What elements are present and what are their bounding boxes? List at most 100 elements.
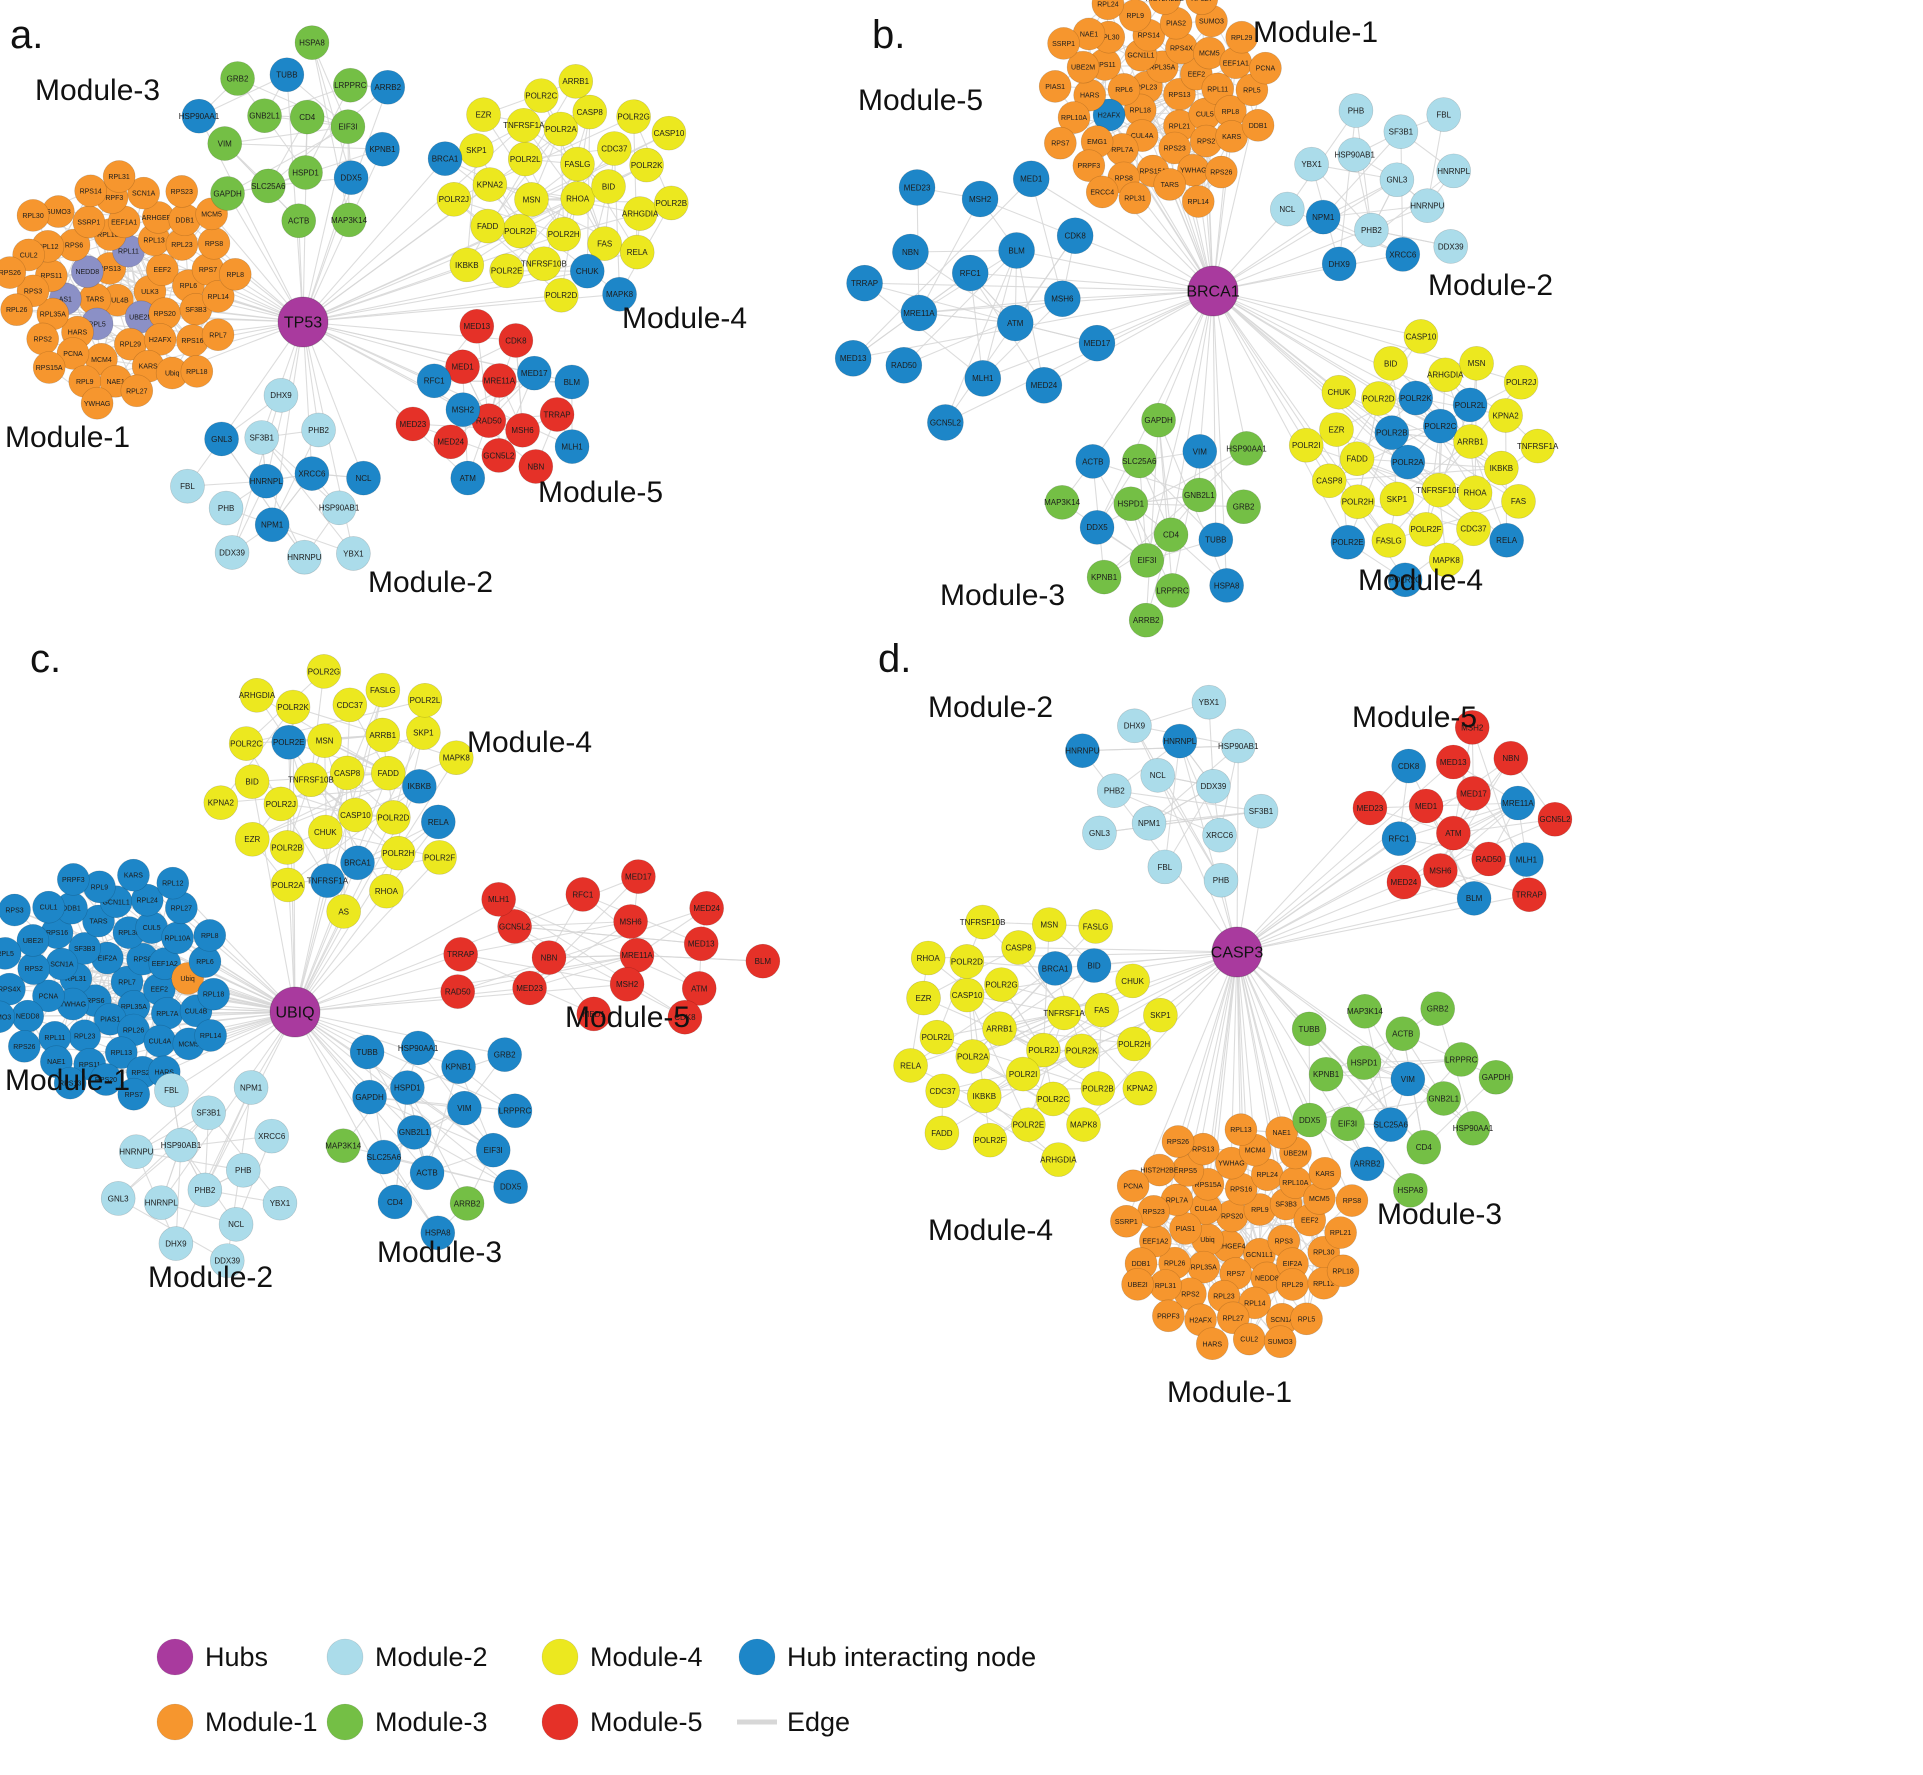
node-circle[interactable]: [71, 255, 104, 288]
node-circle[interactable]: [925, 1073, 960, 1109]
node-med17[interactable]: MED17: [516, 355, 552, 391]
node-circle[interactable]: [1143, 997, 1178, 1033]
node-polr2c[interactable]: POLR2C: [1035, 1081, 1071, 1117]
node-circle[interactable]: [1064, 1033, 1100, 1069]
node-circle[interactable]: [554, 429, 590, 464]
node-circle[interactable]: [1249, 51, 1282, 85]
node-circle[interactable]: [325, 1128, 361, 1164]
node-circle[interactable]: [1224, 1113, 1258, 1146]
node-circle[interactable]: [616, 99, 651, 134]
node-circle[interactable]: [1403, 319, 1439, 354]
node-med13[interactable]: MED13: [1435, 744, 1471, 780]
node-polr2k[interactable]: POLR2K: [629, 147, 664, 183]
node-gnb2l1[interactable]: GNB2L1: [247, 98, 282, 134]
node-slc25a6[interactable]: SLC25A6: [251, 168, 286, 204]
node-circle[interactable]: [546, 216, 582, 252]
node-circle[interactable]: [8, 1030, 41, 1063]
node-grb2[interactable]: GRB2: [1420, 991, 1456, 1027]
node-polr2a[interactable]: POLR2A: [270, 867, 306, 903]
node-circle[interactable]: [1196, 768, 1231, 804]
node-ddb1[interactable]: DDB1: [168, 203, 202, 237]
node-circle[interactable]: [201, 318, 235, 352]
node-circle[interactable]: [609, 966, 645, 1002]
node-circle[interactable]: [667, 999, 703, 1035]
node-ddx39[interactable]: DDX39: [214, 535, 250, 570]
node-circle[interactable]: [117, 858, 150, 892]
node-circle[interactable]: [1319, 412, 1354, 447]
node-arrb2[interactable]: ARRB2: [370, 69, 406, 105]
node-circle[interactable]: [1225, 20, 1259, 54]
node-circle[interactable]: [201, 280, 235, 313]
node-polr2g[interactable]: POLR2G: [616, 99, 651, 134]
node-circle[interactable]: [214, 535, 250, 570]
node-gapdh[interactable]: GAPDH: [352, 1079, 387, 1115]
node-circle[interactable]: [443, 937, 478, 972]
node-hspd1[interactable]: HSPD1: [1113, 486, 1149, 522]
node-circle[interactable]: [422, 840, 457, 875]
node-tubb[interactable]: TUBB: [1198, 522, 1234, 558]
node-cdk8[interactable]: CDK8: [1056, 217, 1094, 255]
node-rpl18[interactable]: RPL18: [180, 355, 214, 388]
node-rad50[interactable]: RAD50: [885, 346, 923, 384]
node-skp1[interactable]: SKP1: [459, 133, 494, 168]
node-circle[interactable]: [352, 1079, 387, 1115]
node-circle[interactable]: [1406, 1129, 1442, 1165]
node-gapdh[interactable]: GAPDH: [210, 176, 245, 211]
node-circle[interactable]: [1056, 217, 1094, 255]
node-circle[interactable]: [1321, 246, 1357, 282]
node-med23[interactable]: MED23: [1352, 790, 1388, 826]
node-circle[interactable]: [1339, 441, 1375, 477]
node-circle[interactable]: [1452, 387, 1488, 423]
node-circle[interactable]: [1209, 568, 1244, 603]
node-circle[interactable]: [16, 924, 50, 957]
node-circle[interactable]: [1427, 357, 1463, 393]
node-circle[interactable]: [1379, 481, 1415, 517]
node-cd4[interactable]: CD4: [1406, 1129, 1442, 1165]
node-circle[interactable]: [1488, 398, 1523, 433]
node-circle[interactable]: [416, 363, 452, 399]
node-circle[interactable]: [506, 107, 542, 143]
node-circle[interactable]: [1012, 160, 1050, 198]
node-circle[interactable]: [1311, 463, 1347, 499]
node-casp8[interactable]: CASP8: [1311, 463, 1347, 499]
node-bid[interactable]: BID: [1076, 948, 1112, 983]
node-circle[interactable]: [349, 1034, 385, 1070]
node-circle[interactable]: [1140, 758, 1176, 793]
node-circle[interactable]: [1076, 948, 1112, 983]
node-circle[interactable]: [181, 98, 217, 134]
node-circle[interactable]: [689, 890, 724, 926]
node-arrb1[interactable]: ARRB1: [1453, 424, 1488, 459]
node-msn[interactable]: MSN: [514, 182, 549, 217]
node-circle[interactable]: [1161, 1125, 1195, 1158]
node-slc25a6[interactable]: SLC25A6: [366, 1139, 402, 1175]
node-circle[interactable]: [1408, 512, 1444, 547]
node-cd4[interactable]: CD4: [289, 99, 325, 135]
node-circle[interactable]: [194, 1019, 227, 1052]
node-circle[interactable]: [1195, 1327, 1229, 1361]
node-grb2[interactable]: GRB2: [1226, 489, 1261, 525]
node-sf3b1[interactable]: SF3B1: [191, 1095, 226, 1131]
node-gnb2l1[interactable]: GNB2L1: [1426, 1081, 1462, 1116]
node-eif3i[interactable]: EIF3I: [1330, 1106, 1365, 1142]
node-circle[interactable]: [1026, 1032, 1061, 1068]
node-circle[interactable]: [1148, 0, 1182, 15]
node-circle[interactable]: [569, 253, 605, 289]
node-circle[interactable]: [248, 463, 284, 499]
node-circle[interactable]: [487, 1037, 522, 1072]
node-polr2d[interactable]: POLR2D: [1361, 381, 1396, 416]
node-circle[interactable]: [1371, 523, 1407, 558]
node-gnl3[interactable]: GNL3: [1379, 162, 1415, 198]
node-circle[interactable]: [885, 346, 923, 384]
node-arhgdia[interactable]: ARHGDIA: [1427, 357, 1464, 393]
node-circle[interactable]: [1038, 70, 1072, 103]
node-ncl[interactable]: NCL: [1270, 191, 1305, 227]
node-circle[interactable]: [475, 1132, 511, 1168]
node-circle[interactable]: [558, 64, 594, 99]
node-circle[interactable]: [554, 364, 590, 400]
node-circle[interactable]: [346, 460, 381, 496]
node-casp10[interactable]: CASP10: [651, 115, 687, 151]
node-circle[interactable]: [288, 155, 323, 190]
node-circle[interactable]: [170, 468, 205, 504]
node-arhgdia[interactable]: ARHGDIA: [1040, 1142, 1077, 1177]
node-casp10[interactable]: CASP10: [1403, 319, 1439, 354]
